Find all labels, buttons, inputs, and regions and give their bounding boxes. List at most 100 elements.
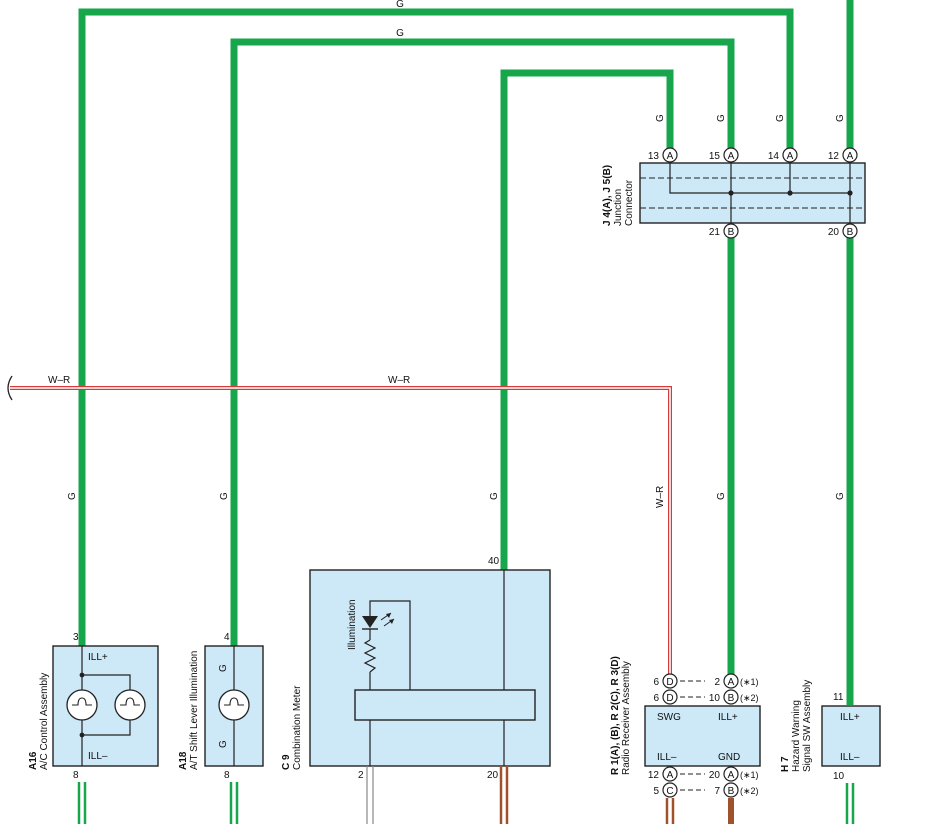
component-code: C 9 — [281, 754, 292, 770]
pin-number: 40 — [488, 556, 500, 567]
svg-text:13: 13 — [648, 151, 660, 162]
wire-label: G — [835, 492, 846, 500]
svg-text:5: 5 — [653, 786, 659, 797]
terminal-label: ILL– — [840, 752, 860, 763]
wire-label: G — [396, 28, 404, 39]
green-wires — [78, 0, 854, 705]
terminal-label: ILL– — [88, 751, 108, 762]
junction-name: Connector — [624, 179, 635, 226]
wire-label: G — [219, 492, 230, 500]
wire-g-ac-control — [78, 8, 794, 646]
component-name: A/C Control Assembly — [39, 673, 50, 770]
svg-text:7: 7 — [714, 786, 720, 797]
svg-text:D: D — [666, 693, 673, 704]
svg-text:A: A — [847, 151, 854, 162]
component-name: Combination Meter — [292, 685, 303, 770]
terminal-label: SWG — [657, 712, 681, 723]
pin-number: 20 — [487, 770, 499, 781]
hazard-warning-switch: ILL+ ILL– 11 10 H 7 Hazard Warning Signa… — [780, 680, 881, 782]
radio-receiver-assembly: SWG ILL+ ILL– GND D 6 A 2 (∗1) D 6 B 10 … — [610, 656, 761, 798]
junction-pin: A 12 — [828, 147, 858, 163]
svg-text:A: A — [787, 151, 794, 162]
svg-text:6: 6 — [653, 693, 659, 704]
svg-text:20: 20 — [709, 770, 721, 781]
svg-text:A: A — [728, 151, 735, 162]
junction-pin: B 20 — [828, 223, 858, 239]
junction-pin: B 21 — [709, 223, 739, 239]
component-name: Hazard Warning — [791, 700, 802, 772]
pin-number: 2 — [358, 770, 364, 781]
junction-pin: A 15 — [709, 147, 739, 163]
svg-text:12: 12 — [648, 770, 660, 781]
wire-label: W–R — [655, 486, 666, 508]
svg-text:A: A — [728, 770, 735, 781]
meter-circuit-block — [354, 689, 536, 721]
component-name: Radio Receiver Assembly — [621, 661, 632, 775]
svg-text:C: C — [666, 786, 673, 797]
component-code: R 1(A), (B), R 2(C), R 3(D) — [610, 656, 621, 775]
junction-name: Junction — [613, 189, 624, 226]
component-code: A18 — [178, 751, 189, 770]
svg-text:A: A — [728, 677, 735, 688]
radio-pin-row: D 6 A 2 (∗1) — [653, 673, 759, 689]
wire-label: G — [396, 0, 404, 10]
wire-g-shift-lever — [230, 38, 735, 646]
svg-text:14: 14 — [768, 151, 780, 162]
shift-lever-illumination: G G 4 8 A18 A/T Shift Lever Illumination — [178, 632, 264, 781]
svg-text:A: A — [667, 770, 674, 781]
bulb-icon — [114, 689, 146, 721]
junction-pin: A 14 — [768, 147, 798, 163]
junction-pin: A 13 — [648, 147, 678, 163]
resistor-icon — [363, 639, 377, 673]
ac-control-assembly: ILL+ ILL– 3 8 A16 A/C Control Assembly — [28, 632, 159, 781]
wire-label: G — [67, 492, 78, 500]
svg-text:D: D — [666, 677, 673, 688]
component-code: H 7 — [780, 756, 791, 772]
pin-number: 3 — [73, 632, 79, 643]
bulb-icon — [218, 689, 250, 721]
junction-code: J 4(A), J 5(B) — [602, 165, 613, 226]
svg-text:2: 2 — [714, 677, 720, 688]
wire-labels: G G W–R W–R G G G G G G G G G W–R — [48, 0, 846, 508]
svg-text:(∗1): (∗1) — [740, 770, 759, 780]
bottom-wire-stubs — [77, 766, 855, 824]
pin-number: 11 — [833, 692, 844, 703]
component-name: A/T Shift Lever Illumination — [189, 651, 200, 770]
wire-w-r — [7, 375, 672, 676]
svg-text:B: B — [728, 693, 735, 704]
component-code: A16 — [28, 751, 39, 770]
svg-text:(∗2): (∗2) — [740, 693, 759, 703]
terminal-label: G — [218, 664, 229, 672]
svg-text:B: B — [847, 227, 854, 238]
wire-label: G — [716, 492, 727, 500]
radio-pin-row: D 6 B 10 (∗2) — [653, 689, 759, 705]
combination-meter: Illumination 40 2 20 C 9 Combination Met… — [281, 556, 551, 781]
svg-text:B: B — [728, 786, 735, 797]
junction-connector: A 13 A 15 A 14 A 12 B 21 B 20 J 4( — [602, 147, 866, 239]
wire-g-combination-meter — [500, 69, 674, 570]
wire-label: G — [716, 114, 727, 122]
led-icon — [362, 612, 395, 630]
wire-label: G — [655, 114, 666, 122]
svg-text:21: 21 — [709, 227, 721, 238]
svg-text:20: 20 — [828, 227, 840, 238]
wire-label: G — [489, 492, 500, 500]
radio-pin-row: C 5 B 7 (∗2) — [653, 782, 759, 798]
svg-text:6: 6 — [653, 677, 659, 688]
svg-text:10: 10 — [709, 693, 721, 704]
pin-number: 8 — [73, 770, 79, 781]
wire-label: W–R — [48, 375, 70, 386]
svg-text:(∗2): (∗2) — [740, 786, 759, 796]
pin-number: 8 — [224, 770, 230, 781]
svg-text:B: B — [728, 227, 735, 238]
illumination-label: Illumination — [347, 599, 358, 650]
svg-text:12: 12 — [828, 151, 840, 162]
component-name: Signal SW Assembly — [802, 680, 813, 772]
terminal-label: ILL+ — [718, 712, 738, 723]
terminal-label: ILL+ — [840, 712, 860, 723]
wire-label: W–R — [388, 375, 410, 386]
bulb-icon — [66, 689, 98, 721]
terminal-label: ILL+ — [88, 652, 108, 663]
pin-number: 4 — [224, 632, 230, 643]
